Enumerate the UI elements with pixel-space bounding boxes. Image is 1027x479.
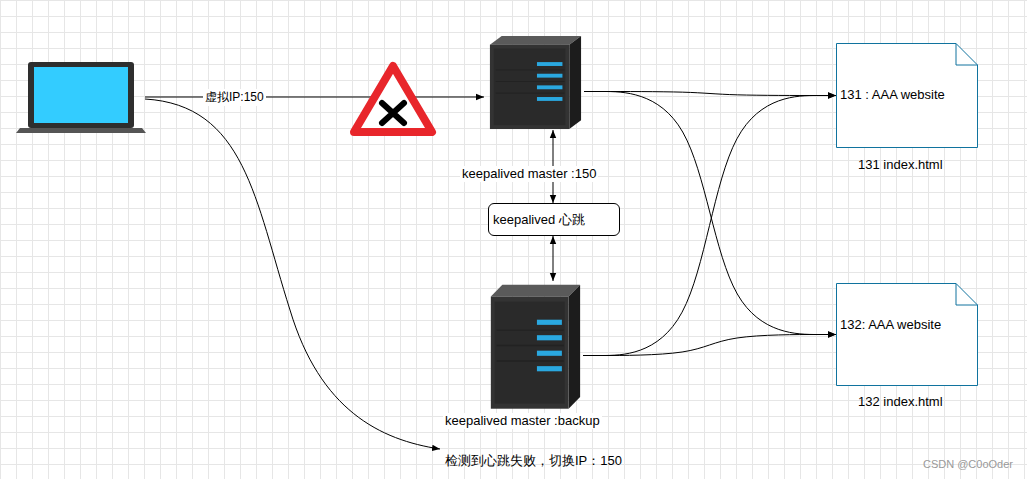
ip-label: 虚拟IP:150: [203, 89, 266, 106]
server-icon: [487, 281, 583, 410]
connector: [583, 335, 836, 356]
document-caption: 131 index.html: [858, 157, 978, 173]
laptop-icon: [16, 62, 146, 133]
document-text: 132: AAA website: [840, 317, 974, 333]
connector: [584, 92, 836, 335]
heartbeat-outline: keepalived 心跳: [488, 203, 620, 236]
document-shape: 131 : AAA website: [836, 43, 978, 148]
heartbeat-box: keepalived 心跳: [488, 203, 620, 236]
server-node: keepalived master :150: [460, 33, 598, 182]
connector: [583, 96, 836, 356]
server-label: keepalived master :backup: [443, 413, 602, 429]
watermark: CSDN @C0oOder: [923, 458, 1013, 470]
document-shape: 132: AAA website: [836, 283, 978, 386]
document-text: 131 : AAA website: [840, 87, 974, 103]
document-caption: 132 index.html: [858, 394, 978, 410]
server-node: keepalived master :backup: [443, 281, 602, 429]
document-node: 131 : AAA website 131 index.html: [836, 43, 978, 173]
box-label: keepalived 心跳: [493, 212, 585, 228]
server-icon: [486, 33, 584, 130]
connector: [553, 236, 554, 281]
virtual-ip-line: [145, 97, 484, 98]
warning-sign: [354, 66, 432, 132]
server-label: keepalived master :150: [460, 166, 598, 182]
note-label: 检测到心跳失败，切换IP：150: [445, 452, 622, 470]
document-node: 132: AAA website 132 index.html: [836, 283, 978, 410]
failover-curve: [145, 99, 440, 449]
